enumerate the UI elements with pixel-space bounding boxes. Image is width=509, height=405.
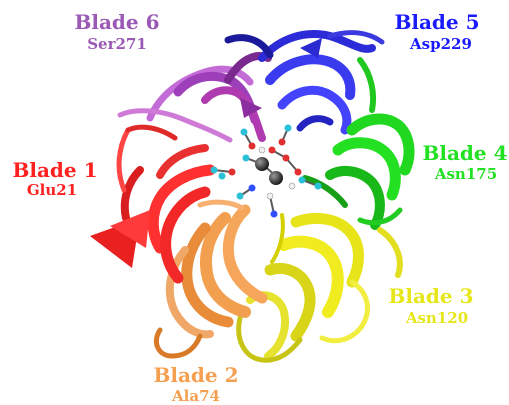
blade-4-residue: Asn175 xyxy=(434,165,497,183)
blade-4-title: Blade 4 xyxy=(422,141,507,165)
blade-1-residue: Glu21 xyxy=(27,181,77,199)
blade-3-ribbon xyxy=(239,215,400,360)
blade-4-ribbon xyxy=(305,60,409,225)
blade-5-title: Blade 5 xyxy=(394,10,479,34)
blade-3-title: Blade 3 xyxy=(388,284,473,308)
blade-2-title: Blade 2 xyxy=(153,363,238,387)
blade-6-title: Blade 6 xyxy=(74,10,159,34)
blade-6-residue: Ser271 xyxy=(87,35,147,53)
blade-1-title: Blade 1 xyxy=(12,158,97,182)
blade-3-residue: Asn120 xyxy=(405,309,468,327)
metal-ion-top xyxy=(255,157,269,171)
blade-5-residue: Asp229 xyxy=(409,35,472,53)
metal-ion-bottom xyxy=(269,171,283,185)
blade-labels: Blade 6 Ser271 Blade 5 Asp229 Blade 4 As… xyxy=(12,10,507,405)
blade-2-residue: Ala74 xyxy=(171,387,220,405)
